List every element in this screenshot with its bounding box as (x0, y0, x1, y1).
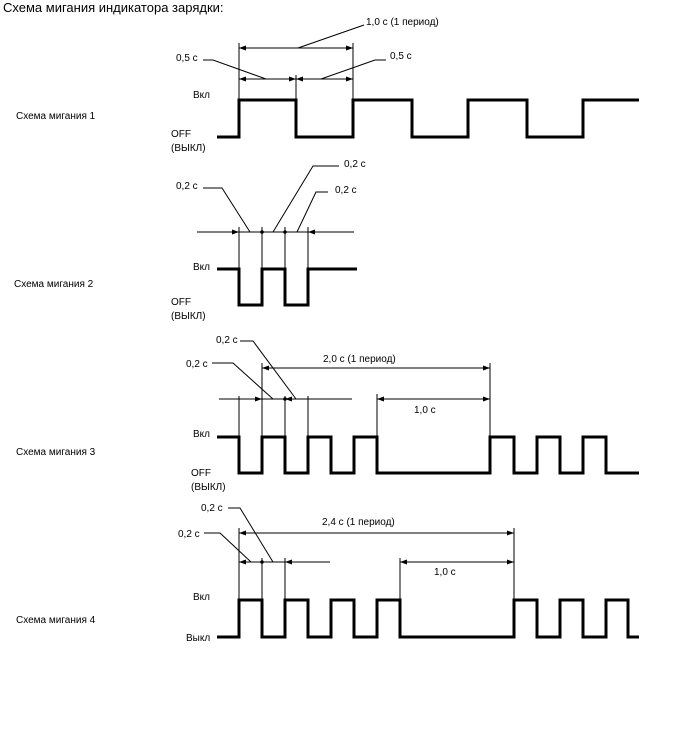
pattern-2-third-leader (296, 191, 328, 233)
pattern-1-waveform (217, 98, 639, 139)
pattern-2-second-leader (272, 165, 339, 233)
pattern-2-label: Схема мигания 2 (14, 279, 94, 290)
pattern-4-on-label: Вкл (193, 592, 210, 603)
page-title: Схема мигания индикатора зарядки: (3, 0, 224, 15)
pattern-1-on-label: Вкл (193, 90, 210, 101)
pattern-3-second-leader (240, 340, 297, 400)
pattern-3-dimension-dot (283, 397, 287, 401)
pattern-4-gap-label: 1,0 с (434, 567, 456, 578)
pattern-2-second-label: 0,2 с (344, 159, 366, 170)
pattern-3-waveform (217, 435, 639, 475)
pattern-1-off-label: OFF (171, 129, 191, 140)
pattern-2-first-leader (203, 187, 251, 233)
pattern-3: Схема мигания 3 Вкл OFF (ВЫКЛ) 2,0 с (1 … (16, 335, 639, 493)
pattern-4: Схема мигания 4 Вкл Выкл 2,4 с (1 период… (16, 503, 639, 644)
pattern-2-dimension-dot (260, 230, 264, 234)
pattern-4-period-label: 2,4 с (1 период) (322, 517, 395, 528)
pattern-3-first-leader (212, 362, 274, 400)
pattern-2: Схема мигания 2 Вкл OFF (ВЫКЛ) 0,2 с 0,2… (14, 159, 366, 322)
pattern-1-label: Схема мигания 1 (16, 111, 96, 122)
pattern-2-third-label: 0,2 с (335, 185, 357, 196)
pattern-3-label: Схема мигания 3 (16, 447, 96, 458)
pattern-4-first-leader (204, 532, 252, 563)
pattern-1-period-leader (297, 24, 365, 49)
pattern-3-off-label: OFF (191, 468, 211, 479)
pattern-4-off-label: Выкл (186, 633, 210, 644)
pattern-2-on-label: Вкл (193, 262, 210, 273)
pattern-3-gap-label: 1,0 с (414, 405, 436, 416)
pattern-3-first-label: 0,2 с (186, 359, 208, 370)
pattern-2-first-label: 0,2 с (176, 181, 198, 192)
pattern-3-second-label: 0,2 с (216, 335, 238, 346)
pattern-2-waveform (217, 267, 357, 307)
pattern-1: Схема мигания 1 Вкл OFF (ВЫКЛ) 1,0 с (1 … (16, 17, 639, 154)
pattern-1-off-ru-label: (ВЫКЛ) (171, 143, 206, 154)
pattern-2-dimension-dot (283, 230, 287, 234)
pattern-4-second-label: 0,2 с (201, 503, 223, 514)
pattern-4-second-leader (228, 507, 274, 563)
pattern-1-period-label: 1,0 с (1 период) (366, 17, 439, 28)
pattern-3-period-label: 2,0 с (1 период) (323, 354, 396, 365)
pattern-4-waveform (217, 598, 639, 639)
pattern-1-off-leader (320, 59, 386, 80)
pattern-1-on-time-label: 0,5 с (176, 53, 198, 64)
pattern-3-off-ru-label: (ВЫКЛ) (191, 482, 226, 493)
pattern-4-first-label: 0,2 с (178, 529, 200, 540)
pattern-1-off-time-label: 0,5 с (390, 51, 412, 62)
pattern-2-off-label: OFF (171, 297, 191, 308)
pattern-1-on-leader (203, 59, 267, 80)
pattern-4-dimension-dot (260, 560, 264, 564)
pattern-4-label: Схема мигания 4 (16, 615, 96, 626)
pattern-2-off-ru-label: (ВЫКЛ) (171, 311, 206, 322)
pattern-3-on-label: Вкл (193, 429, 210, 440)
